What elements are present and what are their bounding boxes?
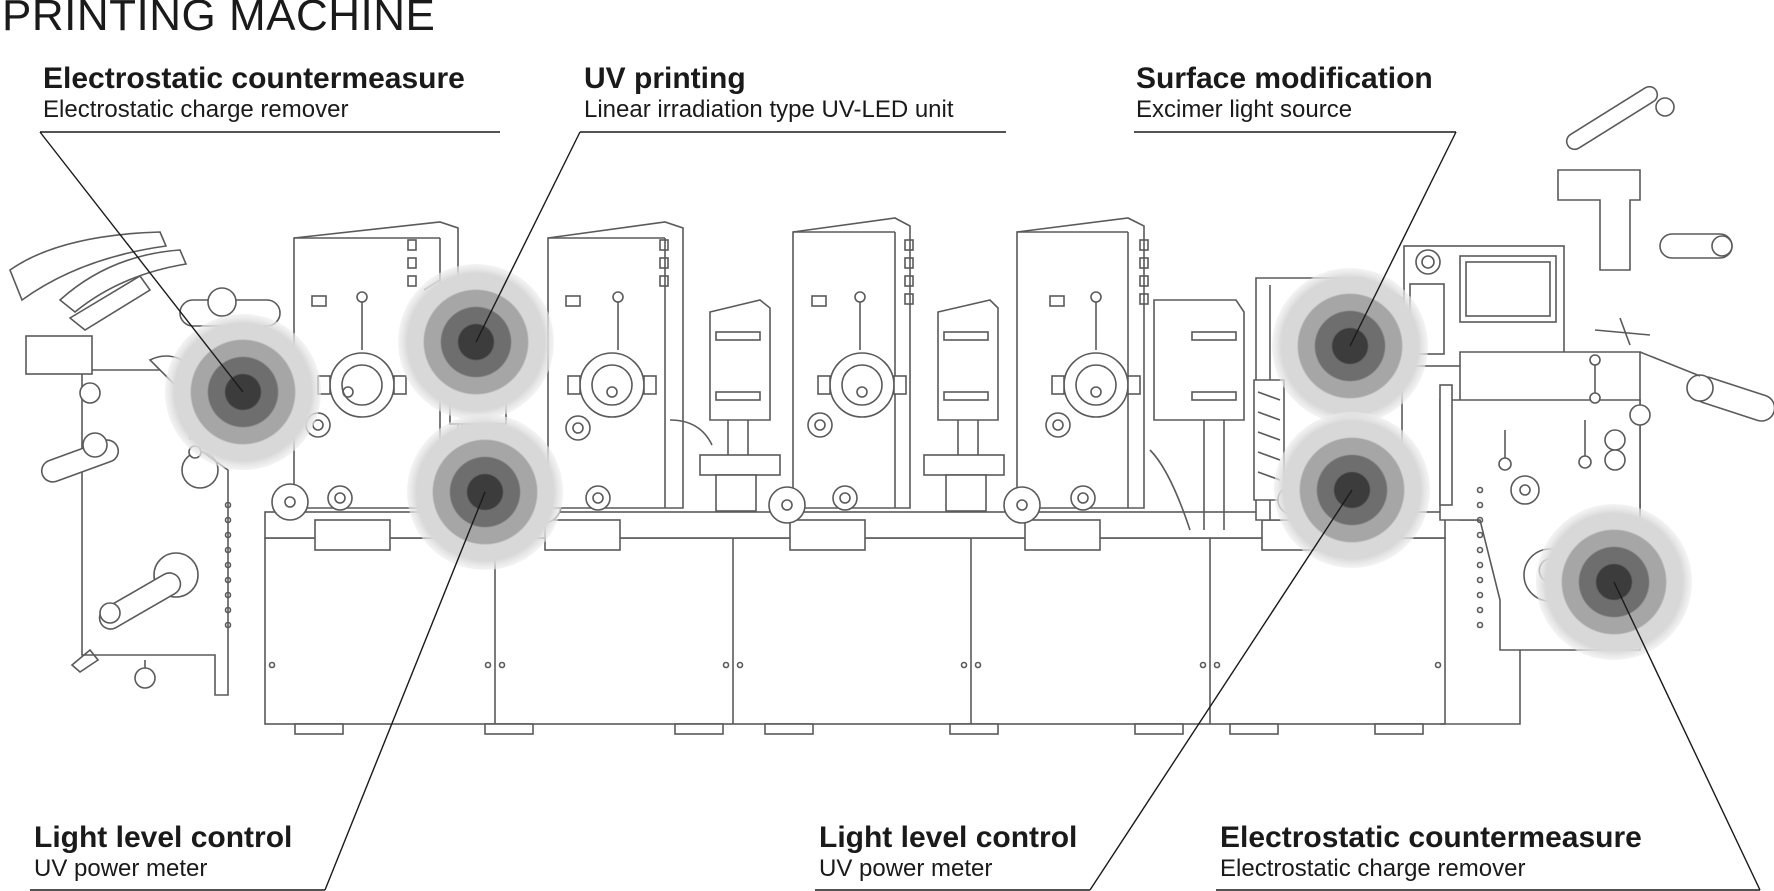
callout-subtitle: UV power meter <box>34 855 208 882</box>
callout-title: Electrostatic countermeasure <box>1220 821 1642 854</box>
callout-title: Light level control <box>819 821 1078 854</box>
callout-surface-modification: Surface modification Excimer light sourc… <box>1136 62 1433 124</box>
callout-light-level-control-left: Light level control UV power meter <box>34 821 292 883</box>
callout-subtitle: Electrostatic charge remover <box>1220 855 1526 882</box>
callout-subtitle: Linear irradiation type UV-LED unit <box>584 96 954 123</box>
callout-title: Electrostatic countermeasure <box>43 62 465 95</box>
leader-lines <box>30 131 1761 891</box>
callout-title: Surface modification <box>1136 62 1433 95</box>
callout-electrostatic-countermeasure-right: Electrostatic countermeasure Electrostat… <box>1220 821 1642 883</box>
uv-lamp-housing-1 <box>669 299 781 512</box>
callout-subtitle: UV power meter <box>819 855 993 882</box>
callout-uv-printing: UV printing Linear irradiation type UV-L… <box>584 62 954 124</box>
callout-light-level-control-right: Light level control UV power meter <box>819 821 1077 883</box>
rivet-column-right <box>1476 486 1484 629</box>
printing-unit-4 <box>1003 217 1149 524</box>
callout-subtitle: Excimer light source <box>1136 96 1353 123</box>
printing-unit-3 <box>768 217 914 524</box>
uv-lamp-housing-2 <box>923 299 1005 512</box>
callout-title: UV printing <box>584 62 746 95</box>
base-cabinet <box>264 511 1446 735</box>
callout-title: Light level control <box>34 821 293 854</box>
printing-unit-2 <box>547 221 684 511</box>
right-rewind-section <box>1403 85 1774 725</box>
rivet-column <box>224 501 232 629</box>
callout-electrostatic-countermeasure-left: Electrostatic countermeasure Electrostat… <box>43 62 465 124</box>
uv-lamp-housing-3 <box>1149 299 1245 531</box>
callout-subtitle: Electrostatic charge remover <box>43 96 349 123</box>
page-title: PRINTING MACHINE <box>2 0 436 40</box>
